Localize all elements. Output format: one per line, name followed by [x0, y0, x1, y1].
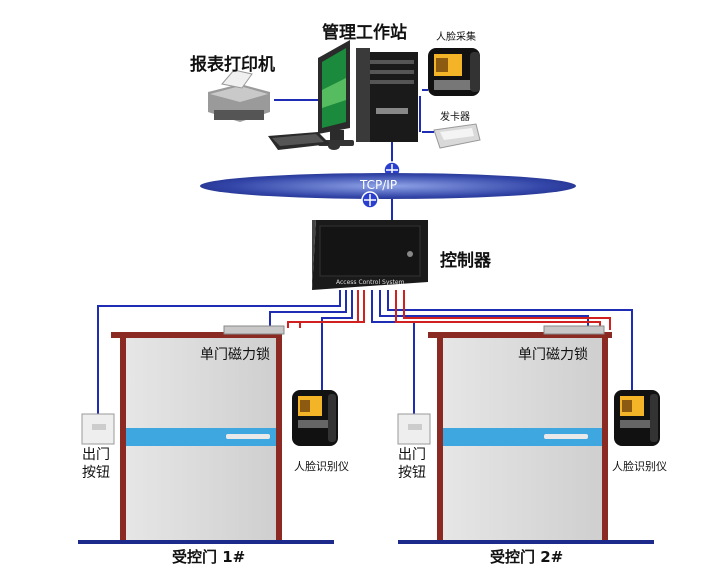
door-1-assembly	[78, 325, 334, 544]
face-enroll-device-icon	[428, 48, 480, 96]
door-2-exit-button-icon	[397, 413, 431, 445]
printer-icon	[208, 69, 270, 122]
door-2-label: 受控门 2#	[490, 548, 564, 566]
door-2-lock-label: 单门磁力锁	[518, 347, 588, 363]
door-2-handle	[544, 434, 588, 439]
face-enroll-label: 人脸采集	[436, 32, 476, 43]
door-1-stripe	[126, 428, 276, 446]
network-switch-icon-bottom	[361, 191, 379, 209]
door-1-maglock-icon	[223, 325, 285, 335]
door-1-label: 受控门 1#	[172, 548, 246, 566]
door-1-exit-button-label: 出门 按钮	[82, 447, 110, 481]
controller-label: 控制器	[440, 251, 491, 271]
door-2-maglock-icon	[543, 325, 605, 335]
monitor-icon	[318, 40, 354, 146]
door-1-handle	[226, 434, 270, 439]
door-1-face-reader-label: 人脸识别仪	[294, 460, 349, 473]
door-2-assembly	[398, 325, 654, 544]
workstation-label: 管理工作站	[322, 23, 407, 43]
network-label: TCP/IP	[360, 178, 398, 192]
card-issuer-icon	[433, 123, 481, 149]
door-1-lock-label: 单门磁力锁	[200, 347, 270, 363]
door-2-stripe	[443, 428, 602, 446]
controller-caption: Access Control System	[336, 279, 405, 286]
door-1-exit-button-icon	[81, 413, 115, 445]
printer-label: 报表打印机	[190, 55, 275, 75]
controller-box	[312, 220, 428, 290]
door-1-floor	[78, 540, 334, 544]
pc-tower-icon	[356, 48, 418, 142]
door-2-face-reader-label: 人脸识别仪	[612, 460, 667, 473]
keyboard-icon	[268, 132, 340, 150]
door-2-face-reader-icon	[614, 390, 660, 446]
card-issuer-label: 发卡器	[440, 112, 470, 123]
door-1-face-reader-icon	[292, 390, 338, 446]
door-2-exit-button-label: 出门 按钮	[398, 447, 426, 481]
network-cloud	[200, 173, 576, 199]
door-2-floor	[398, 540, 654, 544]
mouse-icon	[328, 142, 340, 150]
